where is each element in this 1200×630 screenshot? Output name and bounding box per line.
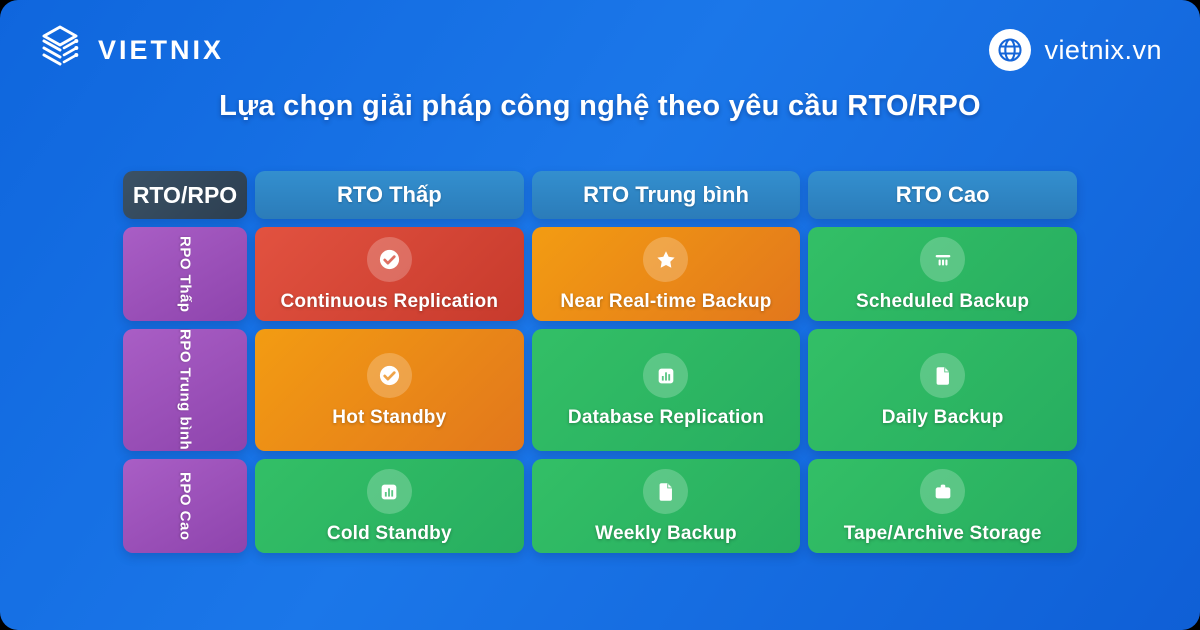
column-header-rto-trung-binh: RTO Trung bình: [531, 171, 801, 219]
bar-chart-icon: [366, 469, 412, 514]
document-icon: [643, 469, 689, 514]
vietnix-logo-text: VIETNIX: [98, 34, 225, 65]
website-badge: vietnix.vn: [989, 29, 1162, 71]
cell-near-real-time-backup: Near Real-time Backup: [531, 227, 801, 321]
matrix-corner-label: RTO/RPO: [123, 171, 247, 219]
cell-label: Weekly Backup: [595, 523, 737, 544]
website-text: vietnix.vn: [1044, 34, 1162, 65]
calendar-icon: [920, 237, 966, 282]
cell-database-replication: Database Replication: [531, 329, 801, 451]
rto-rpo-matrix: RTO/RPO RTO Thấp RTO Trung bình RTO Cao …: [123, 171, 1077, 553]
row-header-rpo-thap: RPO Thấp: [123, 227, 247, 321]
briefcase-icon: [920, 469, 966, 514]
check-circle-icon: [366, 237, 412, 282]
cell-label: Continuous Replication: [280, 291, 499, 312]
document-icon: [920, 353, 966, 398]
globe-icon: [989, 29, 1032, 71]
vietnix-logo-icon: [34, 24, 86, 76]
cell-label: Near Real-time Backup: [560, 291, 772, 312]
cell-weekly-backup: Weekly Backup: [531, 459, 801, 553]
check-circle-icon: [366, 353, 412, 398]
cell-continuous-replication: Continuous Replication: [255, 227, 524, 321]
column-header-rto-thap: RTO Thấp: [255, 171, 524, 219]
cell-daily-backup: Daily Backup: [808, 329, 1077, 451]
topbar: VIETNIX vietnix.vn: [0, 0, 1200, 78]
star-icon: [643, 237, 689, 282]
row-header-rpo-cao: RPO Cao: [123, 459, 247, 553]
cell-scheduled-backup: Scheduled Backup: [808, 227, 1077, 321]
cell-cold-standby: Cold Standby: [255, 459, 524, 553]
page-title: Lựa chọn giải pháp công nghệ theo yêu cầ…: [219, 90, 981, 122]
cell-label: Database Replication: [567, 407, 765, 428]
cell-label: Daily Backup: [881, 407, 1004, 428]
bar-chart-icon: [643, 353, 689, 398]
vietnix-logo: VIETNIX: [34, 24, 224, 76]
cell-label: Hot Standby: [332, 407, 447, 428]
column-header-rto-cao: RTO Cao: [808, 171, 1077, 219]
row-header-rpo-trung-binh: RPO Trung bình: [123, 329, 247, 451]
cell-label: Scheduled Backup: [856, 291, 1030, 312]
cell-label: Cold Standby: [326, 523, 452, 544]
cell-tape-archive-storage: Tape/Archive Storage: [808, 459, 1077, 553]
cell-hot-standby: Hot Standby: [255, 329, 524, 451]
cell-label: Tape/Archive Storage: [843, 523, 1042, 544]
